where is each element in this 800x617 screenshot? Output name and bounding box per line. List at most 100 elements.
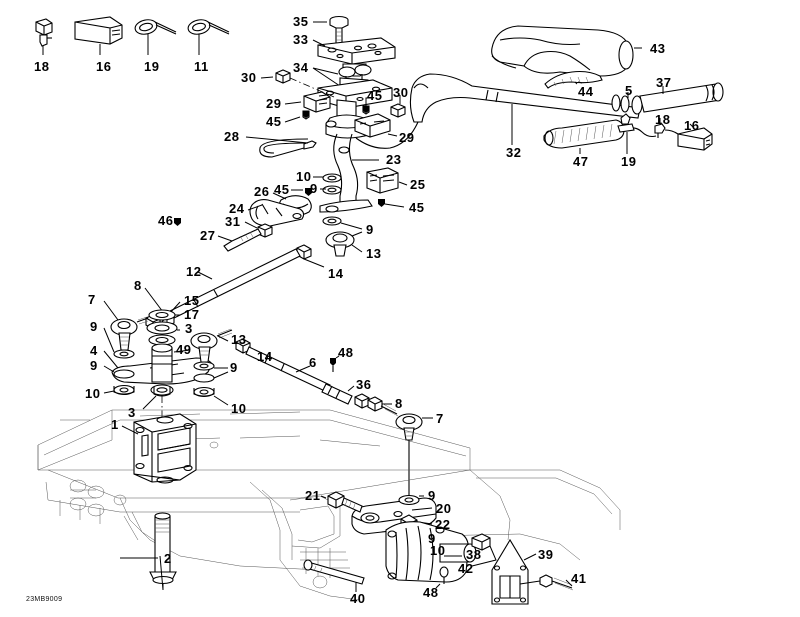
- part-9-washer-lower: [322, 216, 363, 230]
- callout-12: 12: [186, 264, 202, 279]
- callout-47: 47: [573, 154, 589, 169]
- part-9-washer-arm-right: [193, 361, 228, 371]
- callout-3b: 3: [128, 405, 136, 420]
- callout-27: 27: [200, 228, 216, 243]
- callout-13a: 13: [366, 246, 382, 261]
- part-45-bolt-d: [291, 188, 312, 196]
- callout-39: 39: [538, 547, 554, 562]
- callout-18: 18: [34, 59, 50, 74]
- callout-8b: 8: [395, 396, 403, 411]
- callout-10d: 10: [430, 543, 446, 558]
- callout-20: 20: [436, 501, 452, 516]
- part-13-ball-joint-arm: [190, 328, 233, 363]
- callout-10b: 10: [85, 386, 101, 401]
- part-45-bolt-a: [284, 110, 310, 123]
- part-30-nut-b: [390, 95, 406, 118]
- callout-18b: 18: [655, 112, 671, 127]
- callout-2: 2: [164, 551, 172, 566]
- callout-49: 49: [176, 342, 192, 357]
- callout-22: 22: [435, 517, 451, 532]
- callout-19a: 19: [144, 59, 160, 74]
- part-42-bracket: [471, 533, 497, 567]
- part-1-steering-housing: [121, 413, 197, 484]
- part-18-terminal-b: [654, 118, 679, 138]
- part-32-handlebar: [355, 73, 641, 149]
- callout-35: 35: [293, 14, 309, 29]
- part-24-bushing-holder: [247, 199, 305, 227]
- part-45-bolt-b: [362, 97, 372, 115]
- callout-29b: 29: [399, 130, 415, 145]
- callout-23: 23: [386, 152, 402, 167]
- part-19-cable-tie-a: [134, 19, 177, 55]
- callout-6: 6: [309, 355, 317, 370]
- callout-9f: 9: [428, 488, 436, 503]
- callout-34: 34: [293, 60, 309, 75]
- part-29-clamp-b: [354, 113, 398, 138]
- callout-24: 24: [229, 201, 245, 216]
- callout-33: 33: [293, 32, 309, 47]
- callout-16a: 16: [96, 59, 112, 74]
- callout-21: 21: [305, 488, 321, 503]
- callout-17: 17: [184, 307, 200, 322]
- callout-42: 42: [458, 561, 474, 576]
- callout-45a: 45: [266, 114, 282, 129]
- callout-8a: 8: [134, 278, 142, 293]
- part-25-support-block: [366, 167, 408, 194]
- callout-10c: 10: [231, 401, 247, 416]
- part-10-nut-right-lower: [193, 386, 229, 406]
- callout-16b: 16: [684, 118, 700, 133]
- part-16-switch-housing-a: [74, 16, 123, 55]
- callout-19b: 19: [621, 154, 637, 169]
- callout-4: 4: [90, 343, 98, 358]
- part-40-bolt: [303, 559, 365, 592]
- callout-43: 43: [650, 41, 666, 56]
- callout-46: 46: [158, 213, 174, 228]
- callout-45d: 45: [409, 200, 425, 215]
- part-45-bolt-c: [378, 199, 405, 208]
- callout-7b: 7: [436, 411, 444, 426]
- part-8-nut-right: [354, 393, 392, 412]
- part-21-bolt: [320, 491, 363, 513]
- callout-40: 40: [350, 591, 366, 606]
- part-44-strap: [544, 70, 603, 89]
- part-33-upper-plate: [312, 37, 396, 65]
- part-7-ball-joint-left: [103, 300, 149, 351]
- part-17-bushing: [148, 309, 180, 321]
- steering-lower-bracket: [319, 199, 373, 213]
- part-9-washer-top: [320, 185, 342, 195]
- callout-10a: 10: [296, 169, 312, 184]
- part-10-nut-top: [313, 173, 342, 183]
- callout-9g: 9: [428, 531, 436, 546]
- callout-9d: 9: [90, 358, 98, 373]
- callout-25: 25: [410, 177, 426, 192]
- callout-45c: 45: [274, 182, 290, 197]
- part-9-washer-pitman-top: [398, 494, 424, 506]
- callout-29a: 29: [266, 96, 282, 111]
- callout-45b: 45: [367, 88, 383, 103]
- part-19-cable-tie-b: [617, 113, 635, 154]
- part-9-washer-7: [103, 327, 135, 359]
- part-48-grease-fitting-b: [435, 566, 449, 589]
- part-7-ball-joint-right: [380, 403, 433, 512]
- callout-7a: 7: [88, 292, 96, 307]
- part-14-jam-nut-upper: [296, 244, 325, 268]
- callout-5: 5: [625, 83, 633, 98]
- callout-32: 32: [506, 145, 522, 160]
- callout-30b: 30: [393, 85, 409, 100]
- callout-3a: 3: [185, 321, 193, 336]
- part-29-clamp-a: [284, 91, 331, 113]
- part-30-nut-a: [260, 69, 335, 98]
- callout-44: 44: [578, 84, 594, 99]
- part-16-switch-housing-b: [677, 123, 713, 151]
- part-28-u-bracket: [245, 136, 317, 158]
- callout-41: 41: [571, 571, 587, 586]
- callout-28: 28: [224, 129, 240, 144]
- part-2-steering-post-bolt: [120, 512, 177, 591]
- part-46-grease-point: [174, 218, 181, 226]
- callout-14a: 14: [328, 266, 344, 281]
- callout-9c: 9: [90, 319, 98, 334]
- drawing-code: 23MB9009: [26, 596, 63, 603]
- callout-36: 36: [356, 377, 372, 392]
